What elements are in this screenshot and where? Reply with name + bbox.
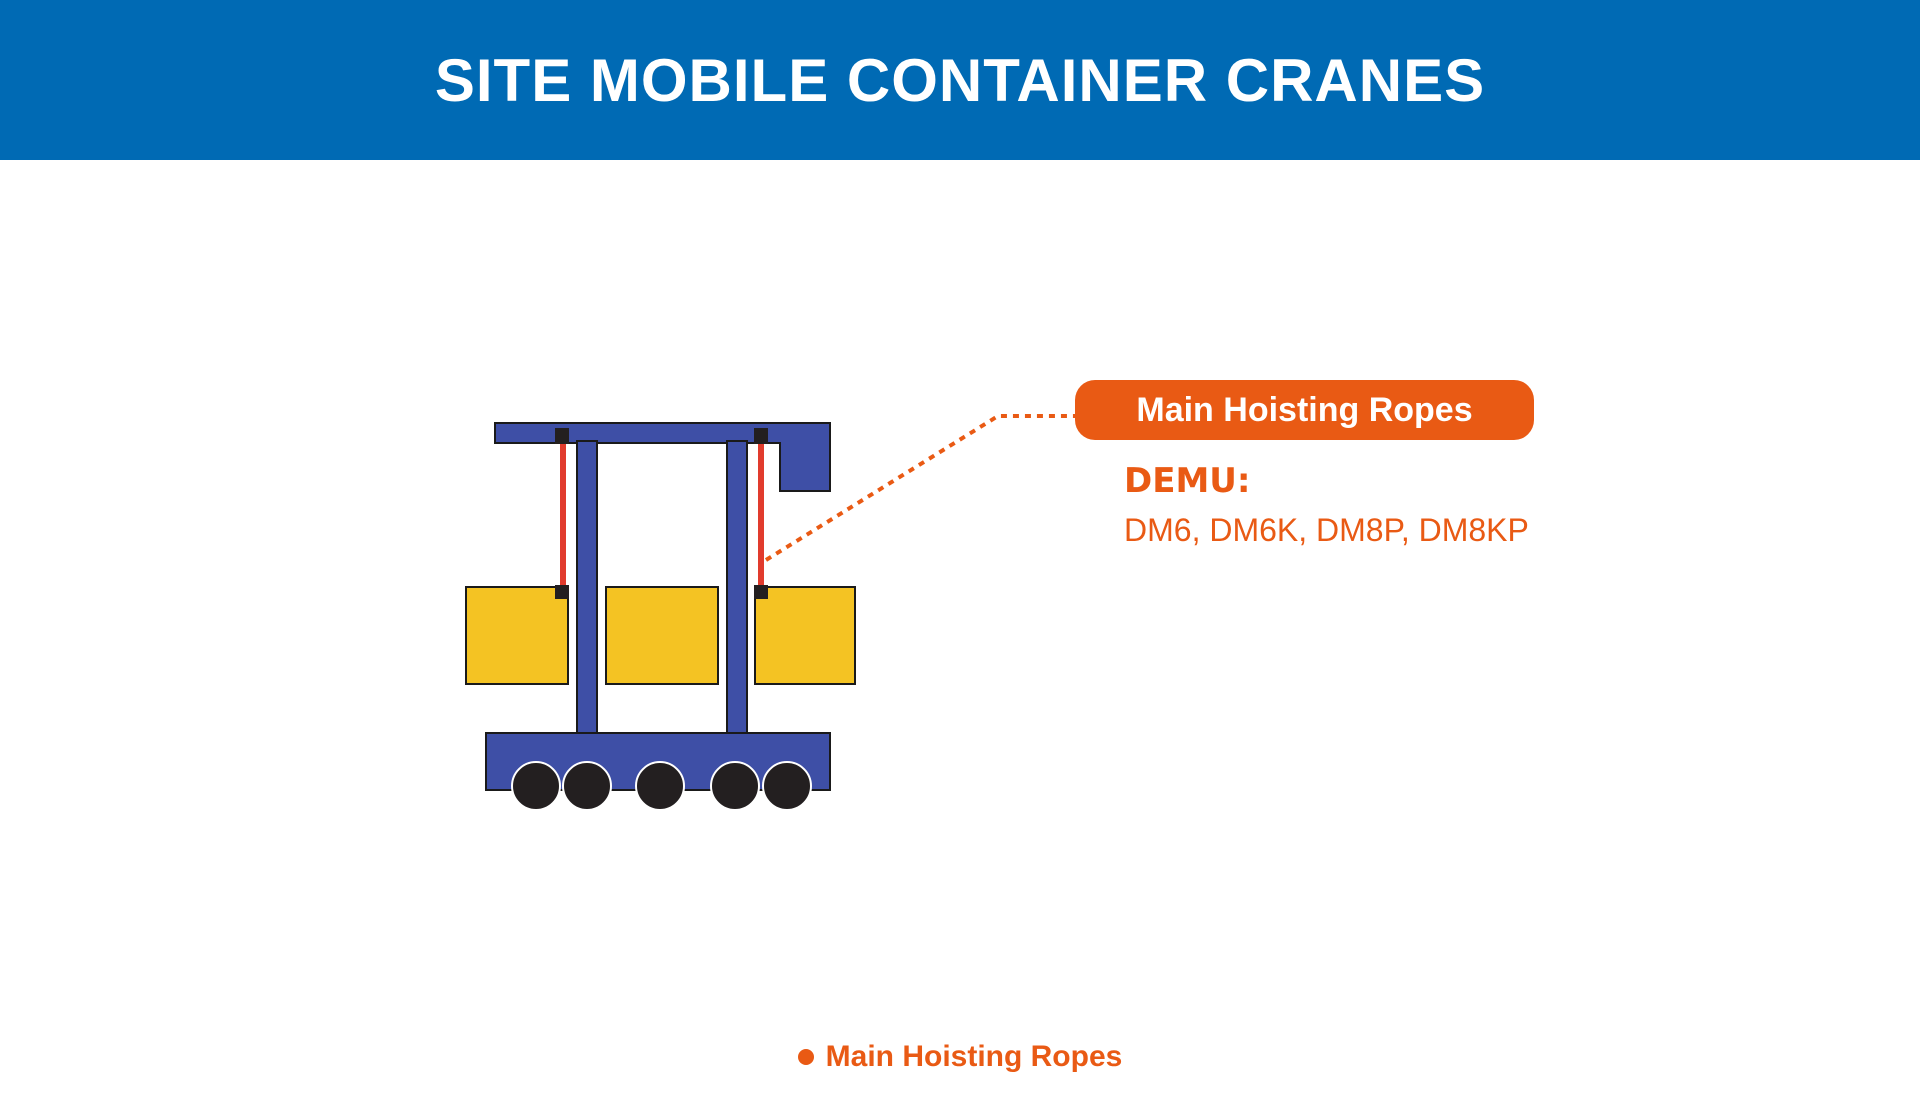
container-middle — [605, 586, 719, 685]
legend: Main Hoisting Ropes — [0, 1040, 1920, 1074]
page-title: SITE MOBILE CONTAINER CRANES — [434, 46, 1486, 114]
wheel-1 — [511, 761, 561, 811]
model-heading: DEMU: — [1124, 461, 1251, 501]
wheel-4 — [710, 761, 760, 811]
crane-right-leg — [726, 440, 748, 735]
rope-fitting-bottom-left — [555, 585, 569, 599]
crane-left-leg — [576, 440, 598, 735]
wheel-2 — [562, 761, 612, 811]
callout-label: Main Hoisting Ropes — [1075, 380, 1534, 440]
wheel-5 — [762, 761, 812, 811]
rope-fitting-top-left — [555, 428, 569, 444]
container-left — [465, 586, 569, 685]
crane-top-beam — [494, 422, 831, 492]
wheel-3 — [635, 761, 685, 811]
rope-fitting-top-right — [754, 428, 768, 444]
hoisting-rope-right — [758, 443, 764, 590]
callout-label-text: Main Hoisting Ropes — [1136, 390, 1473, 429]
legend-item: Main Hoisting Ropes — [797, 1040, 1123, 1074]
callout-leader-line — [764, 414, 1075, 562]
rope-fitting-bottom-right — [754, 585, 768, 599]
header-bar: SITE MOBILE CONTAINER CRANES — [0, 0, 1920, 160]
model-list: DM6, DM6K, DM8P, DM8KP — [1124, 512, 1529, 548]
legend-label: Main Hoisting Ropes — [825, 1040, 1123, 1073]
hoisting-rope-left — [560, 443, 566, 590]
legend-dot-icon — [797, 1049, 814, 1065]
container-right — [754, 586, 856, 685]
